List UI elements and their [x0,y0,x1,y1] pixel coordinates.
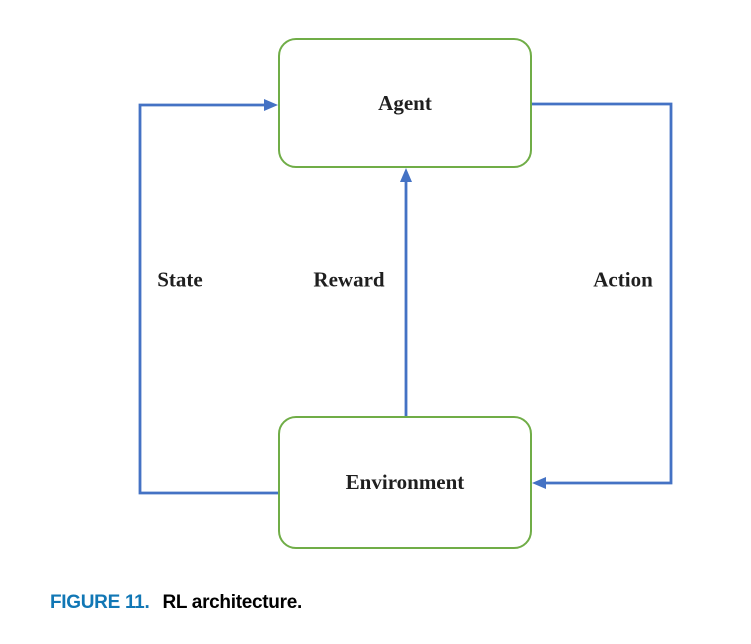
figure-caption: FIGURE 11. RL architecture. [50,592,302,614]
action-arrowhead [532,477,546,489]
state-arrowhead [264,99,278,111]
figure-caption-text: RL architecture. [162,592,302,613]
node-agent: Agent [278,38,532,168]
edge-label-reward: Reward [313,267,385,292]
figure-caption-number: FIGURE 11. [50,592,150,613]
node-agent-label: Agent [378,90,432,115]
edge-label-action: Action [593,267,653,292]
action-arrow [532,102,673,485]
node-environment: Environment [278,416,532,549]
node-environment-label: Environment [345,470,465,494]
reward-arrowhead [400,168,412,182]
state-arrow [138,103,278,495]
edge-label-state: State [157,267,203,292]
